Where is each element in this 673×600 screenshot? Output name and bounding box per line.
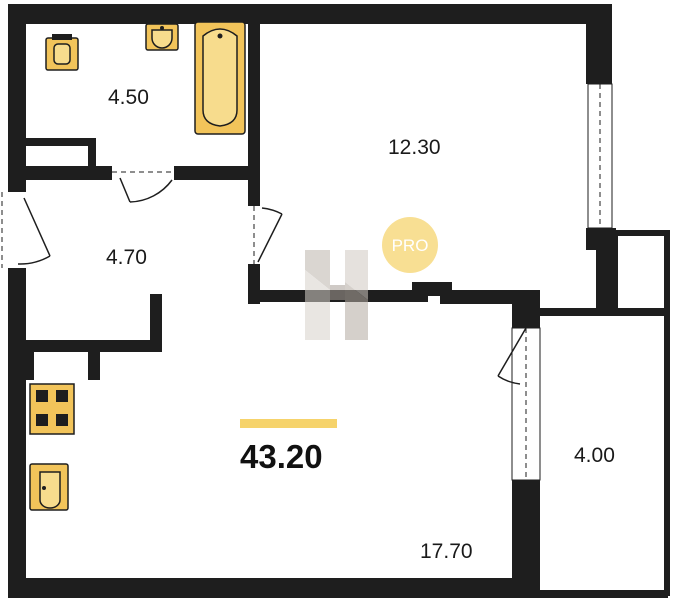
sink-icon [145, 23, 179, 51]
room-area-hallway: 4.70 [106, 246, 147, 269]
kitchen-sink-icon [29, 463, 69, 511]
room-area-balcony: 4.00 [574, 444, 615, 467]
doors [0, 166, 527, 385]
fixtures [29, 21, 246, 511]
walls [8, 4, 670, 598]
toilet-icon [45, 34, 79, 71]
total-accent-bar [240, 419, 337, 428]
pro-badge: PRO [382, 217, 438, 273]
windows [511, 83, 613, 481]
room-area-kitchen: 17.70 [420, 540, 473, 563]
watermark-logo-icon [305, 250, 368, 340]
room-area-living-room: 12.30 [388, 136, 441, 159]
stove-icon [29, 383, 75, 435]
total-area: 43.20 [240, 438, 323, 475]
room-area-bathroom: 4.50 [108, 86, 149, 109]
pro-badge-text: PRO [392, 236, 429, 255]
bathtub-icon [194, 21, 246, 135]
